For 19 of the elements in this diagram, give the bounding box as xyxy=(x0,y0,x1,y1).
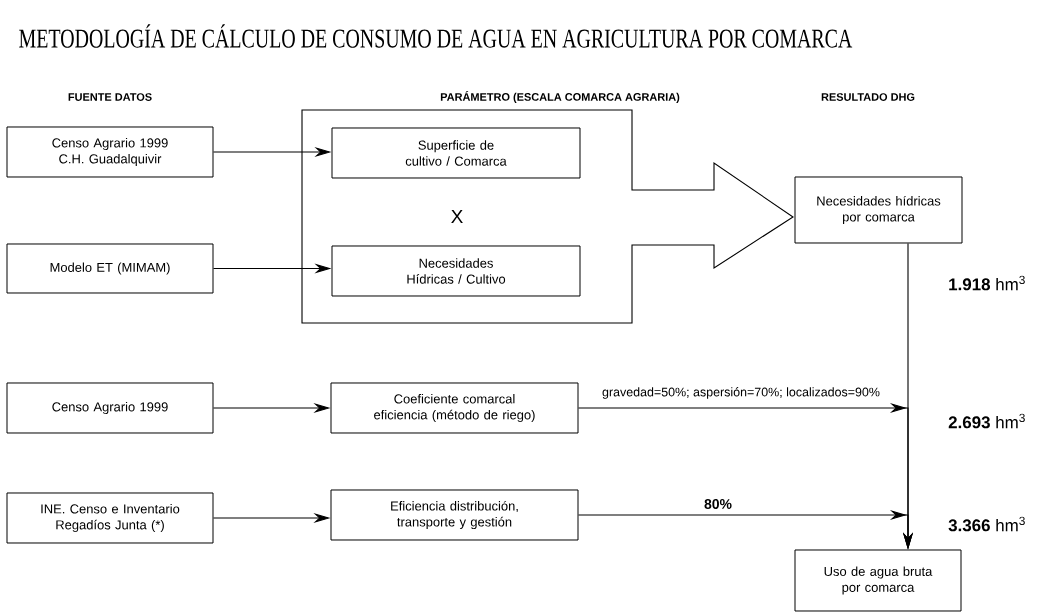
process-box: INE. Censo e Inventario Regadíos Junta (*) xyxy=(6,492,214,544)
title: METODOLOGÍA DE CÁLCULO DE CONSUMO DE AGUA EN AGRICULTURA POR COMARCA xyxy=(19,24,853,48)
process-box: Superficie de cultivo / Comarca xyxy=(331,127,581,179)
column-heading: FUENTE DATOS xyxy=(68,93,152,101)
process-box: Uso de agua bruta por comarca xyxy=(794,549,962,612)
column-heading: PARÁMETRO (ESCALA COMARCA AGRARIA) xyxy=(440,91,680,103)
process-box: Eficiencia distribución, transporte y gestión xyxy=(330,489,579,541)
process-box: Censo Agrario 1999 xyxy=(6,382,214,434)
process-box: Censo Agrario 1999 C.H. Guadalquivir xyxy=(6,126,214,178)
process-box: Necesidades hídricas por comarca xyxy=(794,176,963,244)
volume-value: 3.366 hm$^{3}$ xyxy=(948,516,1025,532)
volume-value: 2.693 hm$^{3}$ xyxy=(948,413,1025,429)
column-heading: RESULTADO DHG xyxy=(821,93,915,101)
edge-label: gravedad=50%; aspersión=70%; localizados=90% xyxy=(601,386,881,400)
process-box: Modelo ET (MIMAM) xyxy=(6,243,214,294)
process-box: Coeficiente comarcal eficiencia (método de riego) xyxy=(330,382,579,434)
volume-value: 1.918 hm$^{3}$ xyxy=(949,275,1025,291)
edge-label: 80% xyxy=(703,498,733,510)
process-box: Necesidades Hídricas / Cultivo xyxy=(331,245,581,297)
